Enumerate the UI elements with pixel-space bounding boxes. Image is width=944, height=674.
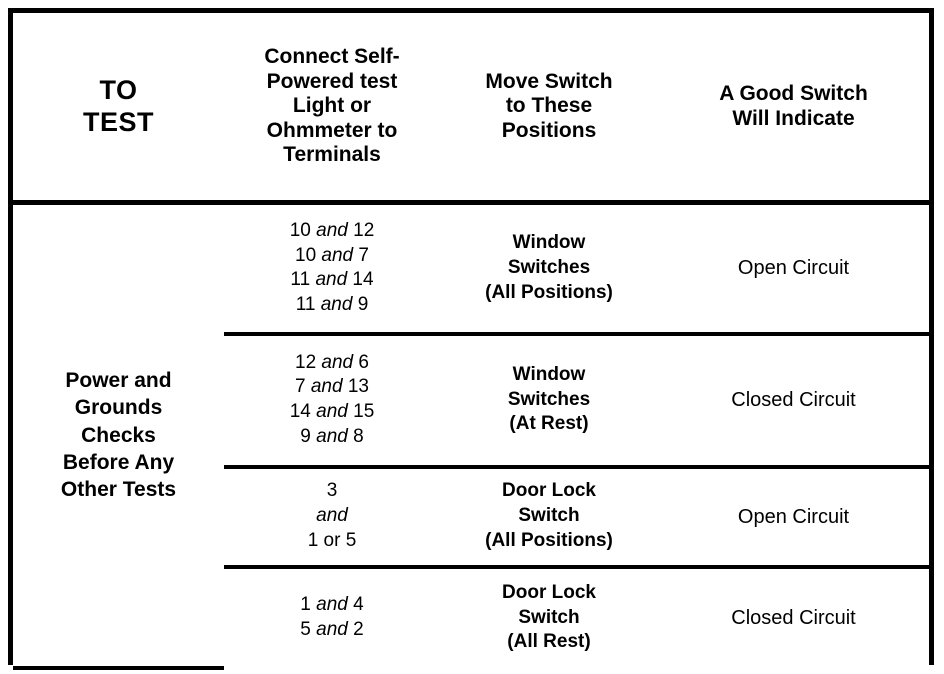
cell-indication: Closed Circuit [658, 566, 929, 668]
column-header-switch-positions: Move Switch to These Positions [440, 13, 658, 205]
switch-position-line: (All Positions) [485, 281, 613, 303]
cell-terminals: 3 and 1 or 5 [224, 466, 440, 569]
row-group-label-line3: Checks [81, 423, 156, 447]
terminal-pair: 1 or 5 [307, 529, 357, 551]
terminal-b: 8 [353, 425, 364, 447]
terminal-pair: 7 and 13 [224, 375, 440, 400]
terminal-pair: 12 and 6 [224, 351, 440, 376]
switch-test-table: TO TEST Connect Self- Powered test Light… [13, 13, 929, 670]
terminal-a: 10 [295, 244, 317, 266]
switch-position-line: Window [512, 363, 586, 385]
terminal-b: 6 [358, 351, 369, 373]
terminal-pair: 3 [326, 480, 338, 502]
terminal-b: 14 [352, 269, 374, 291]
column-header-to-test-line2: TEST [82, 106, 154, 137]
column-header-terminals-line5: Terminals [283, 143, 381, 167]
switch-position-line: (All Positions) [485, 529, 613, 551]
switch-position-line: Window [512, 232, 586, 254]
terminal-b: 13 [347, 376, 369, 398]
terminal-a: 7 [295, 376, 306, 398]
column-header-switch-positions-line2: to These [505, 94, 593, 118]
switch-test-table-frame: TO TEST Connect Self- Powered test Light… [8, 8, 934, 670]
terminal-a: 10 [289, 219, 311, 241]
terminal-pair: 11 and 14 [224, 268, 440, 293]
column-header-indication-line1: A Good Switch [719, 81, 868, 105]
row-group-label-line4: Before Any [62, 450, 175, 474]
terminal-separator: and [320, 293, 353, 315]
terminal-separator: and [310, 376, 343, 398]
column-header-terminals-line2: Powered test [266, 69, 398, 93]
terminal-b: 7 [358, 244, 369, 266]
terminal-a: 5 [300, 619, 311, 640]
terminal-b: 15 [353, 401, 375, 422]
cell-indication: Open Circuit [658, 466, 929, 569]
terminal-pair: 11 and 9 [224, 293, 440, 318]
row-group-label-line5: Other Tests [60, 478, 177, 502]
terminal-b: 2 [353, 619, 364, 640]
terminal-a: 1 [300, 594, 311, 616]
column-header-switch-positions-line3: Positions [501, 118, 597, 142]
cell-switch-positions: Window Switches (All Positions) [440, 202, 658, 336]
terminal-b: 9 [357, 293, 369, 315]
terminal-pair: 14 and 15 [224, 400, 440, 425]
terminal-pair: 1 and 4 [224, 593, 440, 618]
column-header-indication: A Good Switch Will Indicate [658, 13, 929, 205]
terminal-a: 12 [295, 351, 317, 373]
column-header-to-test: TO TEST [13, 13, 224, 205]
row-group-label-line1: Power and [65, 369, 172, 392]
table-row: 12 and 6 7 and 13 14 and 15 9 and 8 Wind… [13, 333, 929, 469]
cell-terminals: 10 and 12 10 and 7 11 and 14 11 and 9 [224, 202, 440, 336]
switch-position-line: Switch [518, 505, 580, 527]
column-header-terminals-line1: Connect Self- [264, 45, 400, 69]
column-header-indication-line2: Will Indicate [732, 106, 855, 130]
switch-position-line: Switches [507, 256, 591, 278]
cell-indication: Open Circuit [658, 202, 929, 336]
terminal-separator: and [316, 505, 348, 527]
terminal-separator: and [321, 351, 354, 373]
column-header-terminals-line4: Ohmmeter to [266, 118, 398, 142]
cell-switch-positions: Door Lock Switch (All Positions) [440, 466, 658, 569]
column-header-switch-positions-line1: Move Switch [485, 69, 613, 93]
terminal-pair: 10 and 7 [224, 244, 440, 269]
cell-terminals: 12 and 6 7 and 13 14 and 15 9 and 8 [224, 333, 440, 469]
switch-position-line: Door Lock [502, 480, 596, 502]
terminal-separator: and [316, 425, 348, 447]
row-group-label-line2: Grounds [74, 396, 163, 420]
cell-indication: Closed Circuit [658, 333, 929, 469]
table-row: 1 and 4 5 and 2 Door Lock Switch (All Re… [13, 566, 929, 668]
switch-position-line: (All Rest) [507, 631, 591, 653]
column-header-terminals-line3: Light or [292, 94, 372, 118]
row-group-label: Power and Grounds Checks Before Any Othe… [13, 202, 224, 670]
terminal-a: 9 [300, 425, 311, 447]
switch-position-line: Door Lock [502, 581, 596, 603]
table-header-row: TO TEST Connect Self- Powered test Light… [13, 13, 929, 205]
switch-position-line: Switch [518, 606, 580, 628]
terminal-separator: and [315, 269, 348, 291]
terminal-separator: and [316, 401, 348, 422]
cell-terminals: 1 and 4 5 and 2 [224, 566, 440, 668]
terminal-pair: 5 and 2 [224, 618, 440, 643]
terminal-separator: and [316, 619, 348, 640]
terminal-b: 4 [353, 594, 364, 616]
terminal-a: 11 [290, 269, 311, 291]
terminal-b: 12 [353, 219, 375, 241]
terminal-a: 14 [289, 401, 311, 422]
table-row: 3 and 1 or 5 Door Lock Switch (All Posit… [13, 466, 929, 569]
terminal-separator: and [316, 594, 348, 616]
table-row: Power and Grounds Checks Before Any Othe… [13, 202, 929, 670]
terminal-pair: 9 and 8 [224, 425, 440, 450]
cell-switch-positions: Door Lock Switch (All Rest) [440, 566, 658, 668]
column-header-to-test-line1: TO [99, 74, 138, 105]
terminal-separator: and [321, 244, 354, 266]
terminal-separator: and [316, 219, 348, 241]
column-header-terminals: Connect Self- Powered test Light or Ohmm… [224, 13, 440, 205]
cell-switch-positions: Window Switches (At Rest) [440, 333, 658, 469]
terminal-a: 11 [295, 293, 316, 315]
terminal-pair: 10 and 12 [224, 219, 440, 244]
switch-position-line: (At Rest) [509, 413, 589, 435]
switch-position-line: Switches [507, 388, 591, 410]
